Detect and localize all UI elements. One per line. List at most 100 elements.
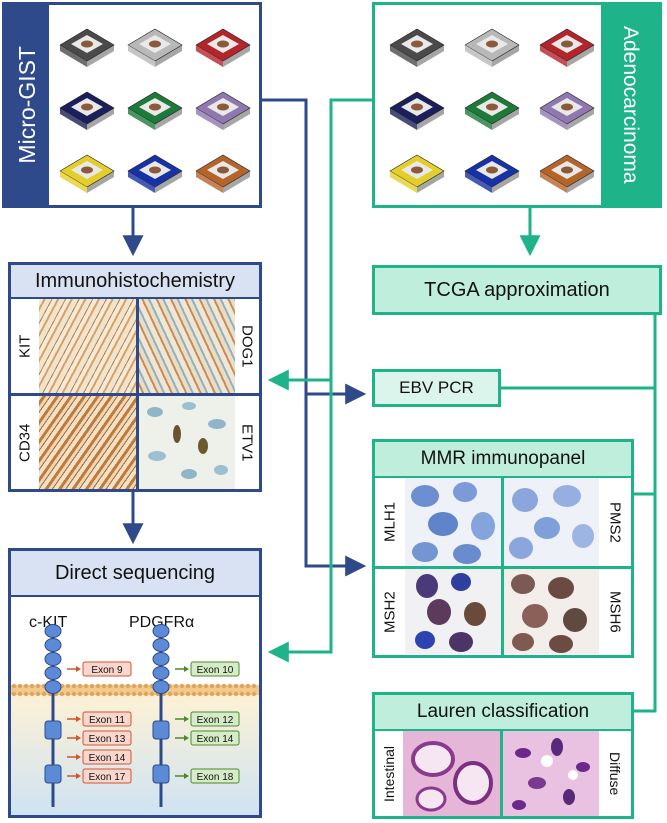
adeno-tissue-block-7 (389, 154, 445, 193)
ihc-image-cd34 (39, 394, 137, 489)
ihc-label-kit: KIT (11, 299, 39, 393)
adeno-tissue-block-2 (464, 28, 520, 67)
pms2-nuclei (509, 485, 594, 559)
adeno-tissue-block-5 (464, 91, 520, 130)
gist-tissue-block-8 (127, 154, 183, 193)
c-kit-exon-label-4: Exon 14 (89, 753, 126, 764)
gist-tissue-block-5 (127, 91, 183, 130)
c-kit-exon-arrowhead-2 (76, 716, 81, 722)
adeno-tissue-block-9 (539, 154, 595, 193)
ihc-label-cd34: CD34 (11, 396, 39, 489)
adeno-tissue-block-3 (539, 28, 595, 67)
mlh1-nuclei (411, 482, 495, 564)
c-kit-exon-label-5: Exon 17 (89, 772, 126, 783)
link-tcga-line (634, 314, 657, 713)
adenocarcinoma-label: Adenocarcinoma (619, 26, 642, 184)
pdgfra-exon-box-3 (190, 730, 240, 746)
mmr-image-mlh1 (405, 478, 501, 566)
mmr-image-pms2 (503, 478, 599, 566)
c-kit-exon-arrowhead-4 (76, 754, 81, 760)
arrow-adeno-to-ihc (267, 98, 373, 391)
gist-tissue-block-3 (195, 28, 251, 67)
c-kit-exon-box-2 (82, 711, 132, 727)
mmr-image-msh2 (405, 568, 501, 654)
pdgfra-exon-label-2: Exon 12 (197, 715, 234, 726)
c-kit-ig-domain-5 (44, 680, 62, 694)
pdgfra-label: PDGFRα (129, 614, 194, 631)
mmr-label-msh6: MSH6 (599, 569, 631, 655)
ihc-image-dog1 (137, 299, 235, 394)
micro-gist-tissue-blocks (59, 28, 251, 193)
c-kit-exon-box-5 (82, 768, 132, 784)
pdgfra-ig-domain-5 (152, 680, 170, 694)
pdgfra-exon-label-4: Exon 18 (197, 772, 234, 783)
pdgfra-exon-box-4 (190, 768, 240, 784)
mmr-label-msh2: MSH2 (375, 569, 405, 655)
c-kit-exon-box-1 (82, 661, 132, 677)
ihc-divider-v (136, 299, 139, 489)
pdgfra-exon-label-1: Exon 10 (197, 665, 234, 676)
lauren-image-diffuse (503, 731, 599, 816)
adeno-tissue-block-1 (389, 28, 445, 67)
ihc-label-dog1: DOG1 (235, 299, 259, 393)
ihc-title-bar: Immunohistochemistry (11, 265, 259, 299)
lauren-title: Lauren classification (416, 701, 590, 722)
ihc-panel: Immunohistochemistry KIT DOG1 CD34 ETV1 (8, 262, 262, 492)
micro-gist-panel: Micro-GIST (2, 2, 262, 208)
pdgfra-ig-domain-1 (152, 624, 170, 638)
c-kit-exon-label-2: Exon 11 (89, 715, 125, 726)
pdgfra-exon-box-2 (190, 711, 240, 727)
cell-membrane (11, 685, 259, 695)
c-kit-exon-arrowhead-3 (76, 735, 81, 741)
msh2-nuclei (415, 573, 486, 652)
lauren-title-bar: Lauren classification (375, 695, 631, 731)
c-kit-ig-domain-4 (44, 666, 62, 680)
ihc-label-etv1: ETV1 (235, 396, 259, 489)
c-kit-exon-arrowhead-5 (76, 773, 81, 779)
sequencing-title-bar: Direct sequencing (11, 551, 259, 597)
mmr-title-bar: MMR immunopanel (375, 442, 631, 478)
mmr-divider-v (501, 478, 504, 656)
lauren-divider-v (500, 731, 503, 816)
ihc-divider-h (11, 393, 259, 396)
gist-tissue-block-6 (195, 91, 251, 130)
ebv-box: EBV PCR (372, 369, 501, 407)
c-kit-ig-domain-3 (44, 652, 62, 666)
intestinal-glands (411, 741, 493, 812)
c-kit-exon-box-4 (82, 749, 132, 765)
pdgfra-exon-arrowhead-4 (184, 773, 189, 779)
c-kit-kinase-2 (44, 764, 62, 784)
gist-tissue-block-9 (195, 154, 251, 193)
mmr-panel: MMR immunopanel MLH1 PMS2 MSH2 MSH6 (372, 439, 634, 658)
c-kit-kinase-1 (44, 720, 62, 740)
adenocarcinoma-tissue-blocks (389, 28, 595, 193)
ihc-image-kit (39, 299, 137, 394)
pdgfra-kinase-2 (152, 764, 170, 784)
pdgfra-ig-domain-3 (152, 652, 170, 666)
membrane-lipids (11, 683, 257, 697)
ihc-title: Immunohistochemistry (34, 269, 236, 292)
tcga-box: TCGA approximation (372, 265, 662, 315)
gist-tissue-block-1 (59, 28, 115, 67)
adeno-tissue-block-6 (539, 91, 595, 130)
msh6-nuclei (511, 574, 587, 653)
c-kit-exon-arrowhead-1 (76, 666, 81, 672)
diffuse-cells (512, 738, 590, 810)
pdgfra-kinase-1 (152, 720, 170, 740)
pdgfra-ig-domain-4 (152, 666, 170, 680)
adenocarcinoma-panel: Adenocarcinoma (372, 2, 662, 208)
gist-tissue-block-4 (59, 91, 115, 130)
etv1-nuclei (147, 402, 228, 479)
mmr-title: MMR immunopanel (420, 448, 586, 469)
pdgfra-exon-arrowhead-2 (184, 716, 189, 722)
micro-gist-label-bar: Micro-GIST (5, 5, 49, 205)
ihc-image-etv1 (137, 394, 235, 489)
arrow-gist-to-mmr (304, 394, 367, 577)
c-kit-exon-label-1: Exon 9 (91, 665, 123, 676)
lauren-label-intestinal: Intestinal (375, 731, 403, 816)
lauren-image-intestinal (403, 731, 500, 816)
